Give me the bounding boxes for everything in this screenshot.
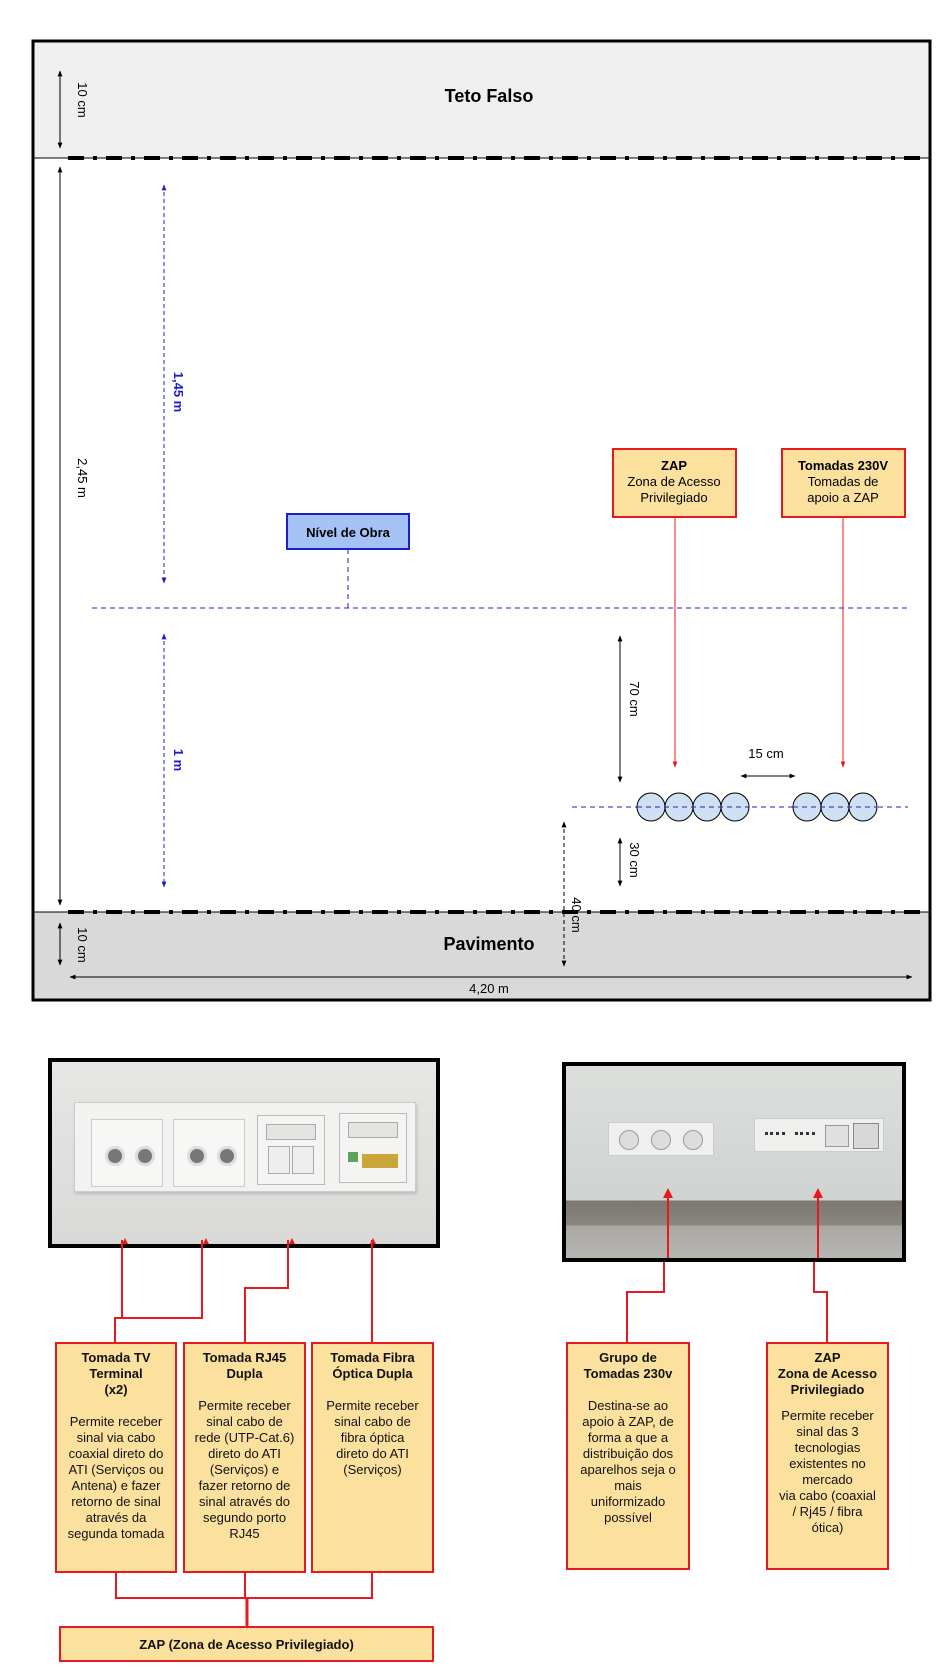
callout-title: Grupo de Tomadas 230v	[583, 1350, 673, 1381]
zap-socket	[692, 792, 722, 822]
callout-zap: ZAP Zona de Acesso Privilegiado Permite …	[766, 1342, 889, 1570]
wall-elevation-diagram: Teto Falso Pavimento 10 cm 10 cm 2,45 m …	[31, 39, 932, 1002]
callout-title: Tomada TV Terminal (x2)	[81, 1350, 151, 1397]
tv-socket-2	[173, 1119, 245, 1187]
wall-frame	[31, 39, 932, 1002]
power-socket	[848, 792, 878, 822]
faceplate	[74, 1102, 416, 1192]
callout-description: Permite receber sinal das 3 tecnologias …	[779, 1408, 876, 1535]
zap-callout-line2: Privilegiado	[640, 490, 707, 505]
zap-plate	[754, 1118, 884, 1152]
wall-width-label: 4,20 m	[469, 981, 509, 996]
level-label-box	[286, 513, 410, 550]
lower-dimension-label: 1 m	[171, 749, 186, 771]
callout-title: Tomada RJ45 Dupla	[202, 1350, 287, 1381]
power-socket	[820, 792, 850, 822]
rj45-socket	[257, 1115, 325, 1185]
floor-label: Pavimento	[443, 934, 534, 954]
power-callout-box	[781, 448, 906, 518]
zap-socket	[664, 792, 694, 822]
wall-sockets-photo	[562, 1062, 906, 1262]
callout-description: Permite receber sinal cabo de rede (UTP-…	[194, 1398, 295, 1541]
callout-title: Tomada Fibra Óptica Dupla	[330, 1350, 415, 1381]
socket-gap-label: 15 cm	[748, 746, 783, 761]
zap-panel-photo	[48, 1058, 440, 1248]
callout-fiber: Tomada Fibra Óptica Dupla Permite recebe…	[311, 1342, 434, 1573]
zap-socket	[720, 792, 750, 822]
callout-title: ZAP Zona de Acesso Privilegiado	[777, 1350, 878, 1397]
floor-band	[34, 912, 929, 999]
upper-dimension-label: 1,45 m	[171, 372, 186, 412]
power-socket-group	[792, 792, 878, 822]
zap-callout-title: ZAP	[661, 458, 687, 473]
callout-description: Permite receber sinal cabo de fibra ópti…	[326, 1398, 419, 1477]
zap-callout-line1: Zona de Acesso	[627, 474, 720, 489]
tv-socket-1	[91, 1119, 163, 1187]
callout-tv-terminal: Tomada TV Terminal (x2) Permite receber …	[55, 1342, 177, 1573]
ceiling-label: Teto Falso	[445, 86, 534, 106]
callout-power-group: Grupo de Tomadas 230v Destina-se ao apoi…	[566, 1342, 690, 1570]
fiber-socket	[339, 1113, 407, 1183]
power-callout-line2: apoio a ZAP	[807, 490, 879, 505]
zap-socket-group	[636, 792, 750, 822]
wall-height-label: 2,45 m	[75, 458, 90, 498]
sockets-to-floor-label-b: 40 cm	[569, 897, 584, 932]
ceiling-band	[34, 42, 929, 158]
callout-rj45: Tomada RJ45 Dupla Permite receber sinal …	[183, 1342, 306, 1573]
zap-bar-label: ZAP (Zona de Acesso Privilegiado)	[139, 1637, 354, 1652]
callout-description: Destina-se ao apoio à ZAP, de forma a qu…	[580, 1398, 676, 1525]
power-callout-line1: Tomadas de	[808, 474, 879, 489]
level-label: Nível de Obra	[306, 525, 391, 540]
zap-callout-box	[612, 448, 737, 518]
power-callout-title: Tomadas 230V	[798, 458, 888, 473]
floor-thickness-label: 10 cm	[75, 927, 90, 962]
callout-description: Permite receber sinal via cabo coaxial d…	[67, 1414, 165, 1541]
level-to-sockets-label: 70 cm	[627, 681, 642, 716]
power-socket-plate	[608, 1122, 714, 1156]
sockets-to-floor-label-a: 30 cm	[627, 842, 642, 877]
zap-bar: ZAP (Zona de Acesso Privilegiado)	[59, 1626, 434, 1662]
ceiling-thickness-label: 10 cm	[75, 82, 90, 117]
